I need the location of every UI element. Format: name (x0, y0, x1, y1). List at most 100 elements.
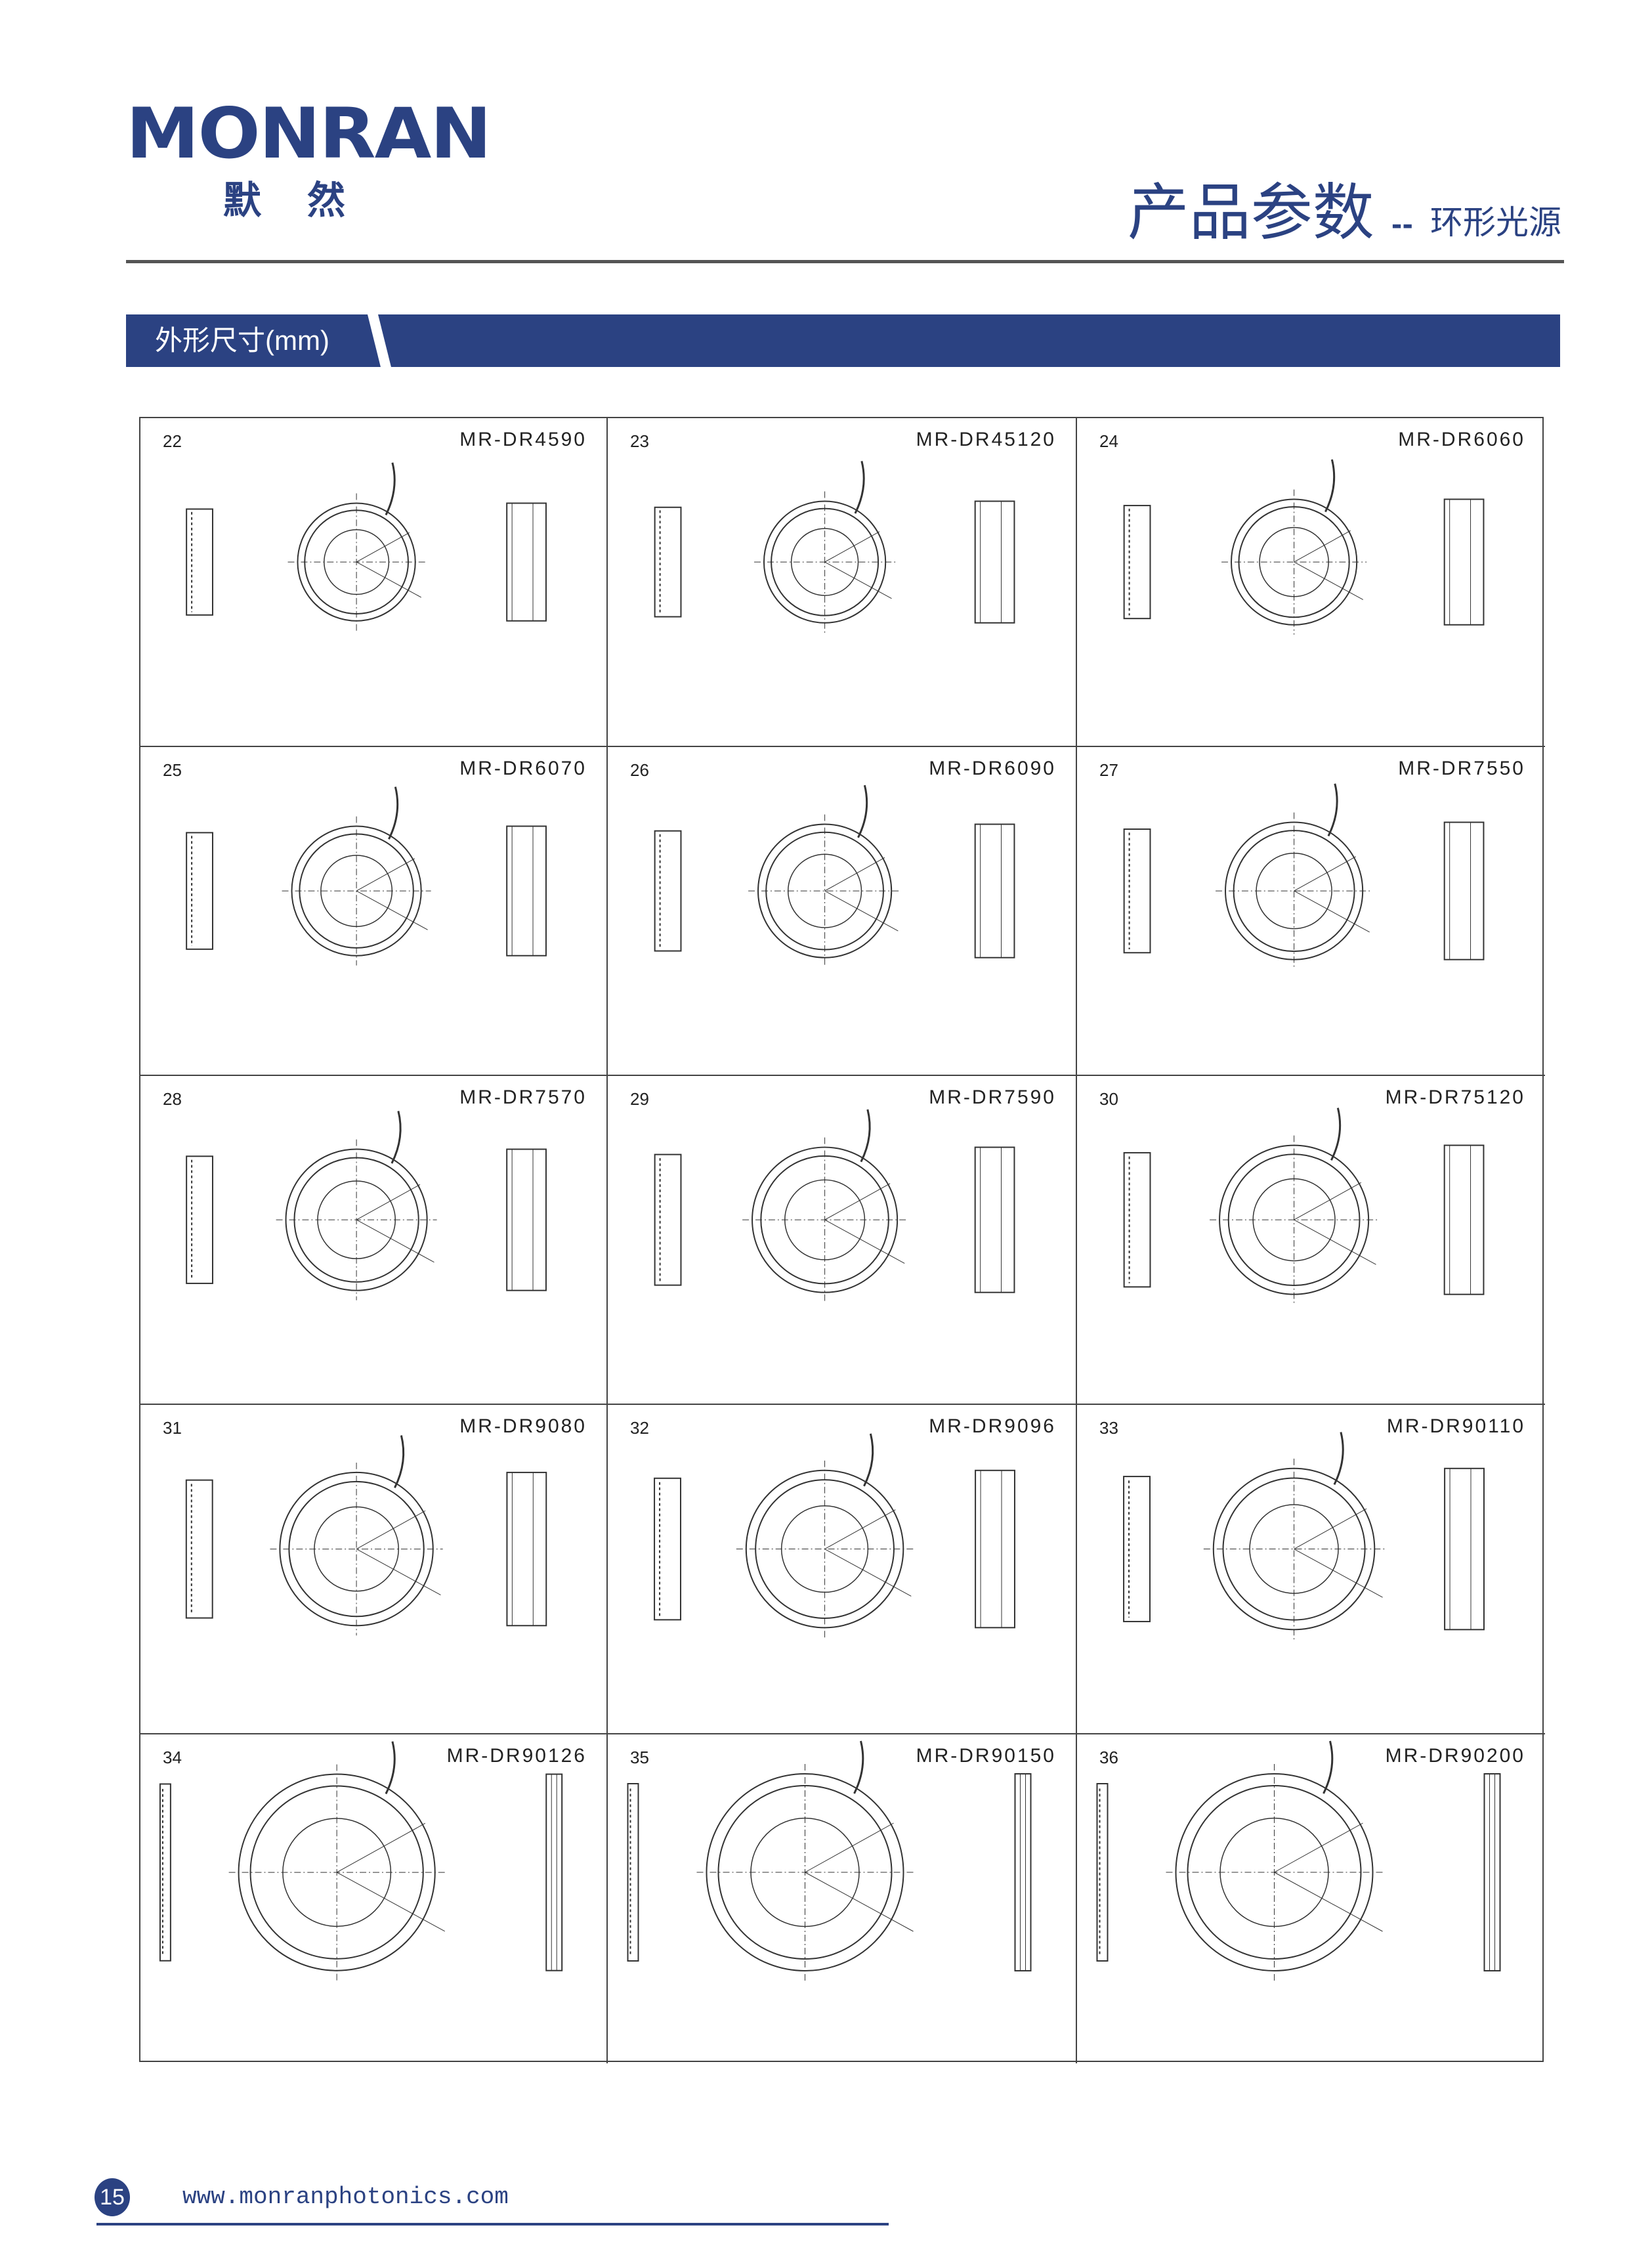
side-view (506, 825, 547, 957)
section-view (1123, 505, 1151, 620)
cable (388, 786, 399, 840)
technical-drawing (1123, 1107, 1485, 1304)
side-view (1483, 1773, 1501, 1971)
product-cell: 27 MR-DR7550 (1077, 747, 1545, 1076)
section-view (1123, 828, 1151, 954)
technical-drawing (159, 1741, 563, 1981)
section-view (186, 508, 213, 616)
technical-drawing (1123, 783, 1485, 970)
technical-drawing (1123, 1432, 1485, 1640)
side-view (506, 502, 547, 622)
technical-drawing (654, 785, 1015, 968)
technical-drawing (185, 1435, 547, 1636)
section-view (185, 1479, 213, 1619)
front-view (742, 1137, 908, 1302)
front-view (1216, 812, 1373, 970)
product-number: 22 (163, 431, 182, 451)
section-view (1123, 1151, 1151, 1288)
technical-drawing (186, 786, 547, 966)
section-view (1123, 1476, 1151, 1623)
product-cell: 34 MR-DR90126 (140, 1734, 608, 2063)
technical-drawing (186, 1111, 547, 1300)
front-view (1203, 1458, 1385, 1640)
front-view (736, 1460, 914, 1638)
product-model: MR-DR90200 (1385, 1745, 1525, 1767)
front-view (1166, 1764, 1383, 1981)
side-view (1444, 1467, 1485, 1631)
product-model: MR-DR4590 (459, 429, 587, 450)
product-model: MR-DR6090 (929, 758, 1056, 779)
product-cell: 29 MR-DR7590 (608, 1076, 1077, 1405)
footer-divider (96, 2223, 889, 2225)
product-number: 32 (630, 1418, 649, 1438)
page-number: 15 (95, 2178, 130, 2216)
section-label: 外形尺寸(mm) (155, 325, 329, 356)
front-view (1210, 1135, 1379, 1304)
section-view (654, 830, 682, 952)
cable (860, 1109, 871, 1163)
logo-chinese: 默然 (223, 178, 392, 223)
page-title: 产品参数 -- 环形光源 (1128, 163, 1561, 252)
product-model: MR-DR9080 (459, 1415, 587, 1437)
header-divider (126, 260, 1564, 263)
product-cell: 35 MR-DR90150 (608, 1734, 1077, 2063)
product-model: MR-DR7570 (459, 1086, 587, 1108)
product-number: 26 (630, 760, 649, 780)
section-view (186, 1155, 213, 1284)
cable (853, 1740, 864, 1794)
product-cell: 30 MR-DR75120 (1077, 1076, 1545, 1405)
product-model: MR-DR9096 (929, 1415, 1056, 1437)
section-view (654, 1153, 682, 1286)
technical-drawing (1123, 459, 1485, 635)
product-number: 35 (630, 1748, 649, 1767)
section-view (654, 1477, 681, 1621)
cable (1323, 1740, 1334, 1794)
technical-drawing (627, 1740, 1032, 1981)
product-cell: 36 MR-DR90200 (1077, 1734, 1545, 2063)
side-view (975, 1469, 1015, 1629)
front-view (270, 1462, 443, 1636)
product-cell: 31 MR-DR9080 (140, 1405, 608, 1734)
side-view (1443, 498, 1485, 626)
product-model: MR-DR90126 (446, 1745, 587, 1767)
product-cell: 26 MR-DR6090 (608, 747, 1077, 1076)
product-model: MR-DR7590 (929, 1086, 1056, 1108)
product-number: 34 (163, 1748, 182, 1767)
side-view (1443, 1144, 1485, 1295)
cable (854, 460, 865, 514)
website-link[interactable]: www.monranphotonics.com (182, 2183, 509, 2210)
product-cell: 22 MR-DR4590 (140, 418, 608, 747)
product-cell: 25 MR-DR6070 (140, 747, 608, 1076)
front-view (696, 1764, 914, 1981)
side-view (974, 1146, 1015, 1293)
product-number: 33 (1099, 1418, 1118, 1438)
product-model: MR-DR7550 (1398, 758, 1525, 779)
product-model: MR-DR45120 (916, 429, 1056, 450)
product-cell: 33 MR-DR90110 (1077, 1405, 1545, 1734)
front-view (282, 816, 431, 966)
section-bar (126, 314, 1560, 367)
product-number: 36 (1099, 1748, 1118, 1767)
front-view (748, 814, 902, 968)
front-view (228, 1764, 445, 1981)
product-model: MR-DR6070 (459, 758, 587, 779)
front-view (287, 493, 425, 631)
cable (1330, 1107, 1342, 1161)
technical-drawing (654, 460, 1015, 633)
product-model: MR-DR90150 (916, 1745, 1056, 1767)
product-grid: 22 MR-DR4590 23 MR-DR45120 24 MR-DR6060 (139, 417, 1545, 2063)
cable (394, 1435, 405, 1488)
title-main: 产品参数 (1127, 177, 1374, 249)
cable (1333, 1432, 1344, 1486)
cable (385, 462, 396, 516)
product-number: 23 (630, 431, 649, 451)
side-view (545, 1773, 563, 1971)
side-view (974, 500, 1015, 624)
cable (863, 1433, 874, 1487)
side-view (1014, 1773, 1032, 1971)
side-view (974, 823, 1015, 958)
front-view (276, 1139, 437, 1300)
product-number: 27 (1099, 760, 1118, 780)
product-model: MR-DR6060 (1398, 429, 1525, 450)
section-view (654, 506, 682, 618)
